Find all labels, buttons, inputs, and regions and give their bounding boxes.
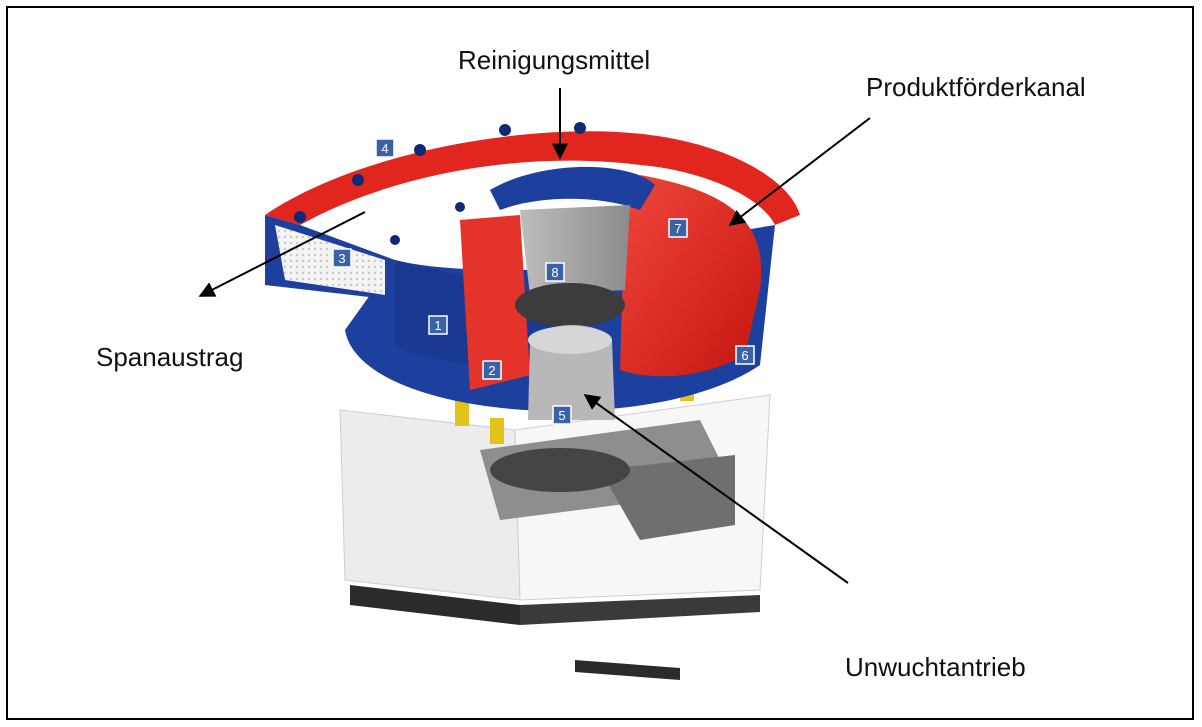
- badge-label: 3: [338, 251, 345, 266]
- label-unwuchtantrieb: Unwuchtantrieb: [845, 652, 1026, 682]
- badge-label: 5: [558, 408, 565, 423]
- arrow-produktfoerderkanal: [728, 117, 871, 226]
- badge-label: 7: [674, 221, 681, 236]
- arrow-spanaustrag: [198, 211, 366, 297]
- badge-2: 2: [482, 360, 502, 380]
- bowl-shell: [265, 131, 800, 420]
- badge-label: 6: [741, 348, 748, 363]
- part-number-badges: 1 2 3 4 5 6 7 8: [332, 138, 755, 425]
- badge-7: 7: [668, 218, 688, 238]
- badge-label: 8: [551, 265, 558, 280]
- label-reinigungsmittel: Reinigungsmittel: [458, 45, 651, 75]
- badge-1: 1: [428, 315, 448, 335]
- badge-label: 1: [434, 318, 441, 333]
- label-produktfoerderkanal: Produktförderkanal: [866, 72, 1086, 102]
- arrow-unwuchtantrieb: [583, 394, 849, 584]
- badge-label: 2: [488, 363, 495, 378]
- diagram-frame: [6, 6, 1194, 720]
- rim-bolts: [294, 122, 586, 245]
- badge-6: 6: [735, 345, 755, 365]
- badge-4: 4: [375, 138, 395, 158]
- base-housing: [339, 394, 771, 680]
- badge-8: 8: [545, 262, 565, 282]
- badge-3: 3: [332, 248, 352, 268]
- callout-arrows: [198, 88, 871, 584]
- badge-5: 5: [552, 405, 572, 425]
- label-spanaustrag: Spanaustrag: [96, 342, 244, 372]
- badge-label: 4: [381, 141, 388, 156]
